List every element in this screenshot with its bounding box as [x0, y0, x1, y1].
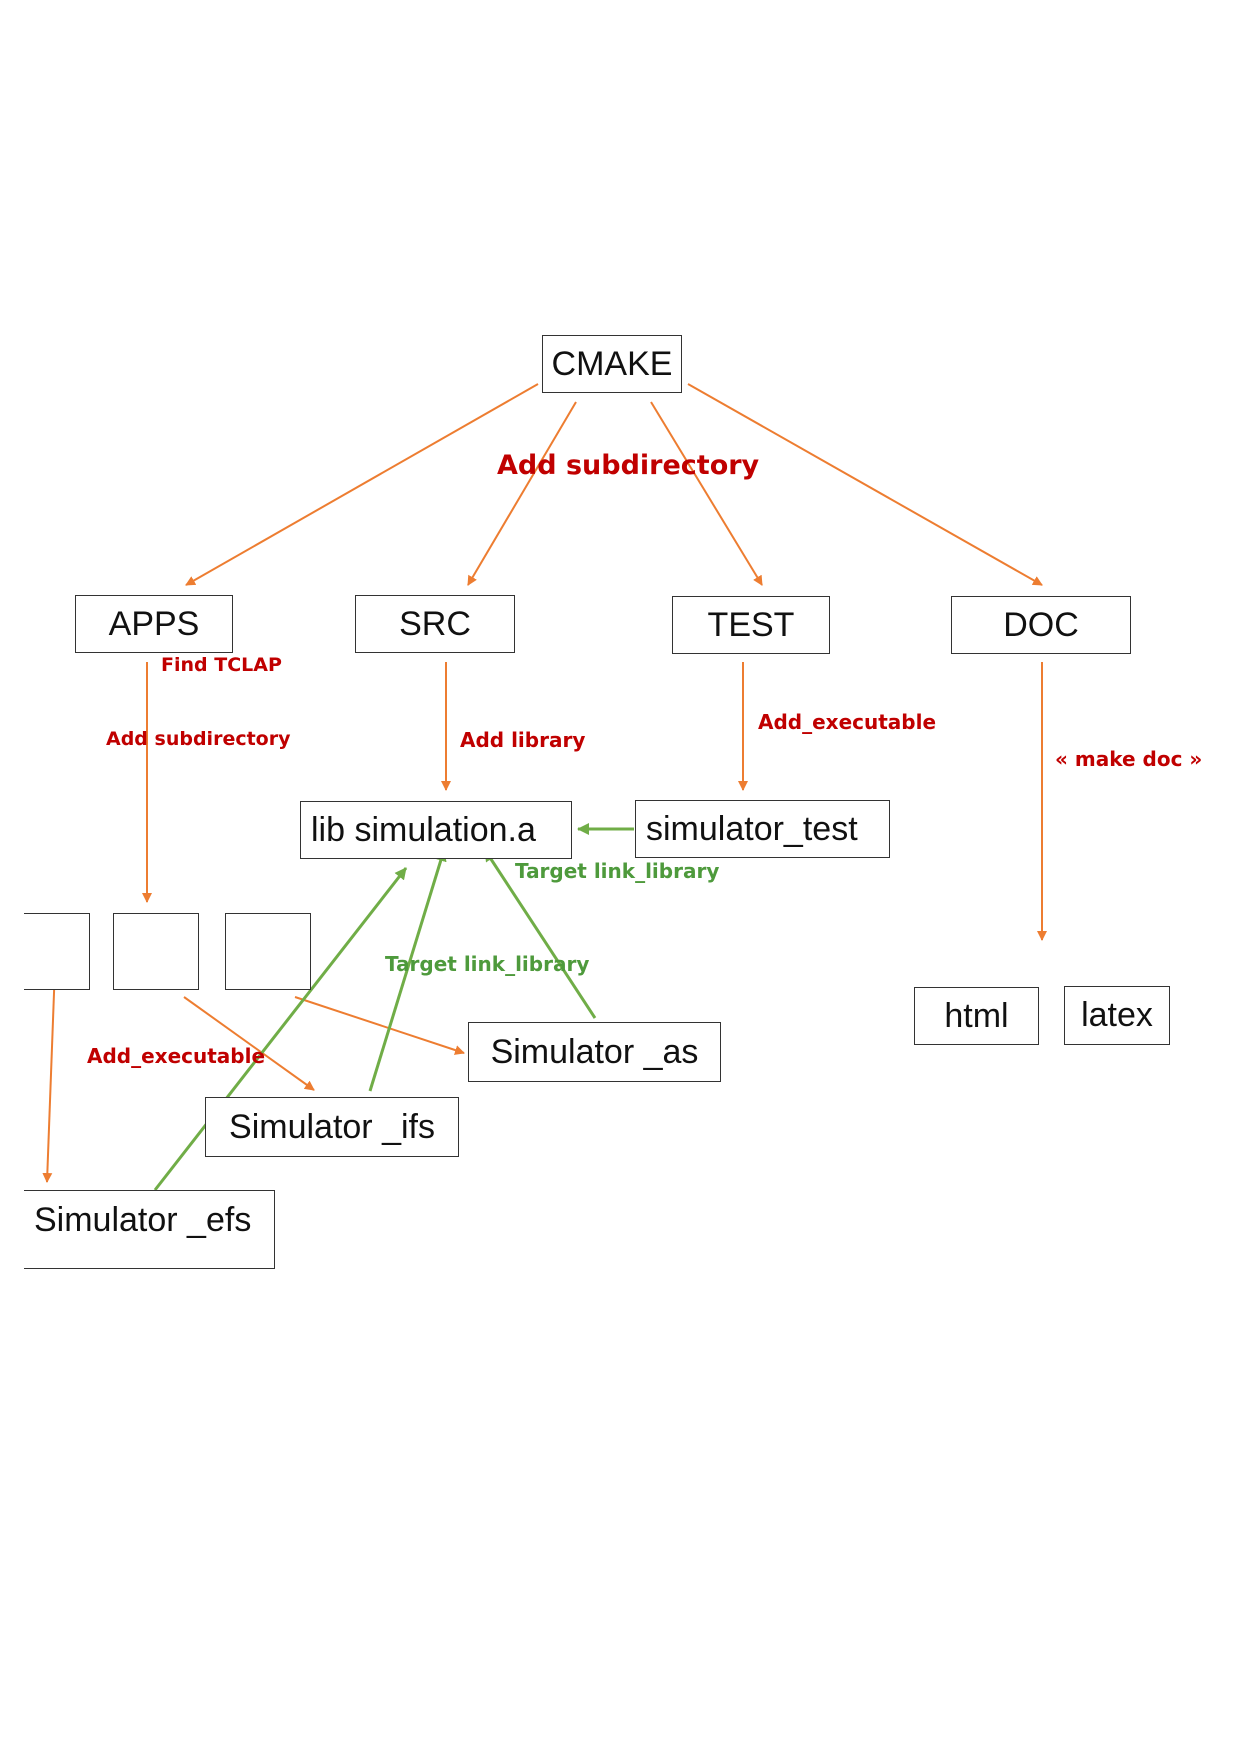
lib-simulation-node: lib simulation.a [300, 801, 572, 859]
label-add-subdirectory-apps: Add subdirectory [106, 728, 291, 750]
html-node: html [914, 987, 1039, 1045]
test-node: TEST [672, 596, 830, 654]
lib-simulation-label: lib simulation.a [311, 810, 536, 849]
apps-box-b [113, 913, 199, 990]
edge-cmake-apps [185, 383, 539, 586]
label-add-subdirectory-main: Add subdirectory [497, 450, 760, 481]
label-target-link-apps: Target link_library [385, 952, 590, 976]
label-target-link-test: Target link_library [515, 859, 720, 883]
label-add-executable-apps: Add_executable [87, 1044, 266, 1068]
simulator-efs-label: Simulator _efs [34, 1201, 252, 1239]
src-node: SRC [355, 595, 515, 653]
doc-label: DOC [1003, 605, 1079, 644]
simulator-as-node: Simulator _as [468, 1022, 721, 1082]
simulator-test-node: simulator_test [635, 800, 890, 858]
edge-cmake-test [650, 401, 763, 586]
html-label: html [944, 996, 1009, 1035]
test-label: TEST [707, 605, 795, 644]
edge-cmake-doc [687, 383, 1043, 586]
label-find-tclap: Find TCLAP [161, 654, 282, 676]
doc-node: DOC [951, 596, 1131, 654]
label-add-library: Add library [460, 728, 586, 752]
simulator-as-label: Simulator _as [490, 1032, 699, 1071]
apps-label: APPS [108, 604, 200, 643]
simulator-test-label: simulator_test [646, 809, 858, 848]
cmake-label: CMAKE [551, 344, 673, 383]
latex-label: latex [1081, 996, 1153, 1034]
edge-boxc-as [294, 996, 465, 1055]
edge-boxa-efs [42, 965, 56, 1183]
simulator-efs-node: Simulator _efs [24, 1190, 275, 1269]
apps-node: APPS [75, 595, 233, 653]
apps-box-c [225, 913, 311, 990]
label-add-executable-test: Add_executable [758, 710, 937, 734]
edge-as-lib [483, 849, 597, 1019]
edge-boxb-ifs [183, 996, 315, 1091]
label-make-doc: « make doc » [1055, 747, 1203, 771]
edge-cmake-src [467, 401, 577, 586]
latex-node: latex [1064, 986, 1170, 1045]
cmake-node: CMAKE [542, 335, 682, 393]
simulator-ifs-node: Simulator _ifs [205, 1097, 459, 1157]
src-label: SRC [399, 604, 471, 643]
simulator-ifs-label: Simulator _ifs [229, 1107, 435, 1146]
edge-efs-lib [153, 867, 408, 1191]
apps-box-a [24, 913, 90, 990]
edge-ifs-lib [368, 849, 447, 1092]
